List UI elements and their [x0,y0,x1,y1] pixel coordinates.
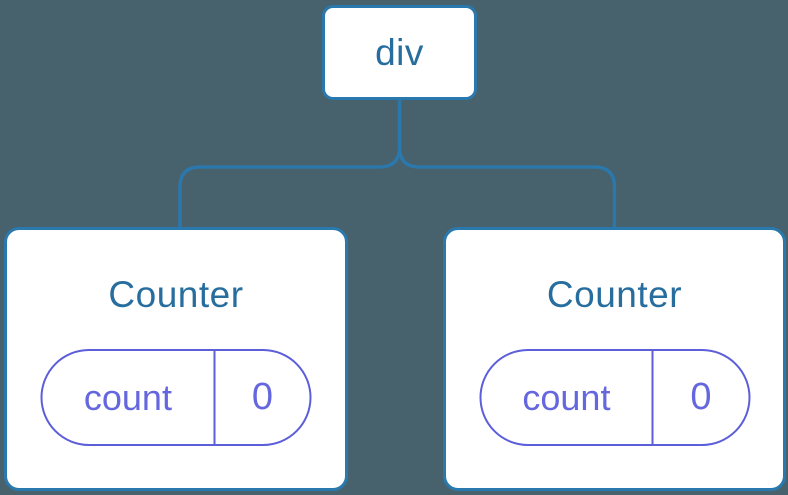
state-value: 0 [251,376,273,418]
state-value: 0 [690,376,712,418]
state-key: count [481,351,654,444]
root-node-label: div [375,31,424,73]
counter-title: Counter [546,274,683,315]
connector-left-branch [178,97,402,231]
counter-title: Counter [108,274,244,315]
state-pill: count 0 [40,349,312,446]
state-pill: count 0 [479,349,750,446]
counter-card-left: Counter count 0 [4,227,348,491]
counter-card-right: Counter count 0 [443,227,786,491]
state-key: count [43,351,216,444]
connector-right-branch [397,97,617,231]
root-node-div: div [322,5,477,100]
